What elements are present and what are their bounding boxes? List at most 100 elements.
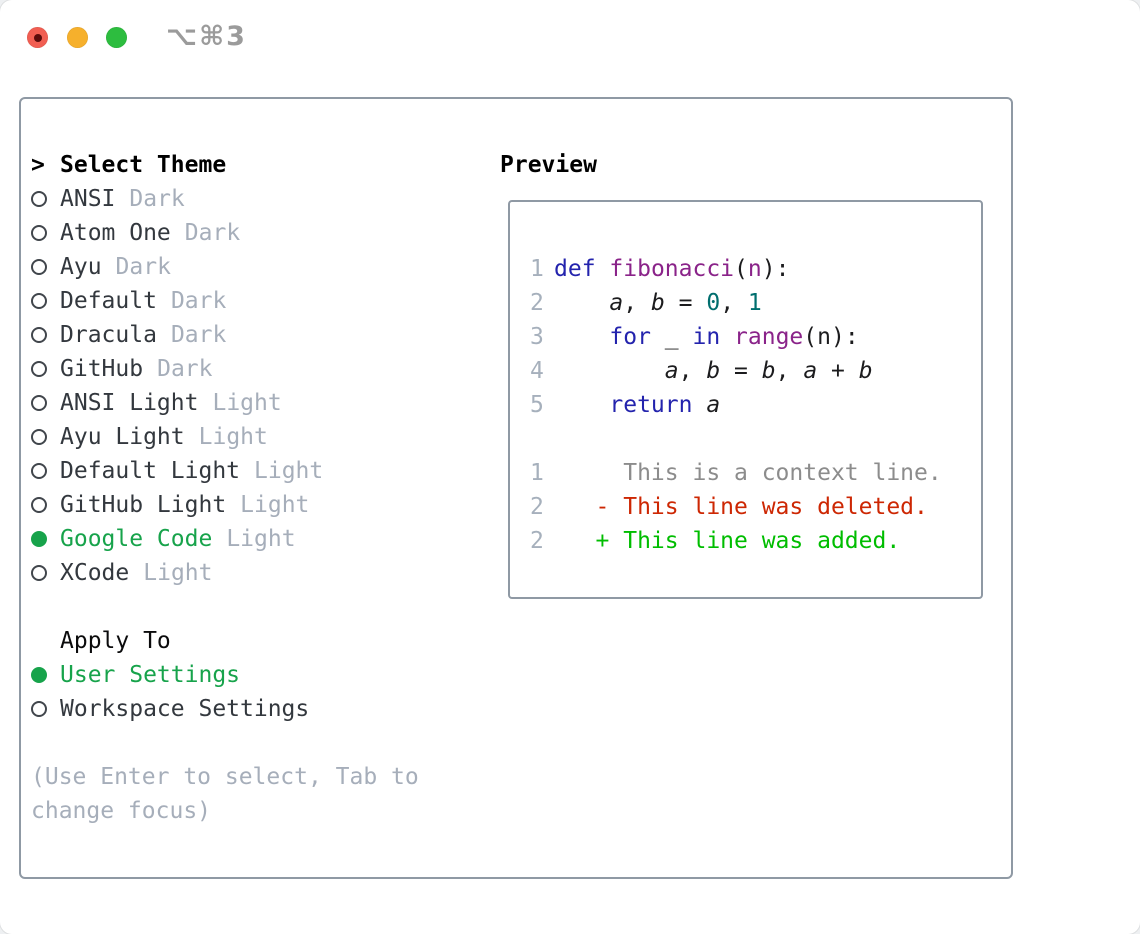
diff-text: This is a context line. bbox=[554, 460, 942, 486]
theme-label: Ayu Light Light bbox=[60, 424, 268, 450]
theme-variant-tag: Light bbox=[254, 458, 324, 484]
theme-name: GitHub bbox=[60, 356, 144, 382]
hint-line-2: change focus) bbox=[31, 798, 212, 824]
theme-variant-tag: Dark bbox=[115, 254, 171, 280]
theme-item[interactable]: Google Code Light bbox=[31, 522, 476, 556]
cursor-icon: > bbox=[31, 152, 45, 178]
radio-unselected-icon bbox=[31, 293, 47, 309]
apply-option[interactable]: Workspace Settings bbox=[31, 692, 476, 726]
theme-item[interactable]: ANSI Dark bbox=[31, 182, 476, 216]
diff-line-added: 2 + This line was added. bbox=[530, 524, 981, 558]
theme-name: GitHub Light bbox=[60, 492, 227, 518]
radio-unselected-icon bbox=[31, 259, 47, 275]
theme-item[interactable]: Ayu Light Light bbox=[31, 420, 476, 454]
line-number: 2 bbox=[530, 494, 544, 520]
radio-unselected-icon bbox=[31, 361, 47, 377]
line-number: 1 bbox=[530, 460, 544, 486]
section-title-apply-to: Apply To bbox=[60, 628, 171, 654]
theme-variant-tag: Light bbox=[226, 526, 296, 552]
theme-item[interactable]: ANSI Light Light bbox=[31, 386, 476, 420]
theme-variant-tag: Dark bbox=[157, 356, 213, 382]
hint-text: (Use Enter to select, Tab to change focu… bbox=[31, 760, 476, 828]
preview-title: Preview bbox=[500, 152, 597, 178]
theme-variant-tag: Dark bbox=[170, 288, 227, 314]
radio-unselected-icon bbox=[31, 463, 47, 479]
radio-unselected-icon bbox=[31, 191, 47, 207]
radio-unselected-icon bbox=[31, 395, 47, 411]
line-number: 3 bbox=[530, 324, 544, 350]
hint-line-1: (Use Enter to select, Tab to bbox=[31, 764, 419, 790]
theme-variant-tag: Light bbox=[143, 560, 213, 586]
code-line: 3 for _ in range(n): bbox=[530, 320, 981, 354]
edited-dot-icon bbox=[33, 33, 42, 42]
theme-name: ANSI bbox=[60, 186, 116, 212]
radio-unselected-icon bbox=[31, 429, 47, 445]
radio-unselected-icon bbox=[31, 327, 47, 343]
radio-selected-icon bbox=[31, 667, 47, 683]
radio-selected-icon bbox=[31, 531, 47, 547]
code-line: 5 return a bbox=[530, 388, 981, 422]
theme-item[interactable]: XCode Light bbox=[31, 556, 476, 590]
code-text: return a bbox=[609, 392, 721, 418]
theme-name: Google Code bbox=[60, 526, 213, 552]
theme-variant-tag: Light bbox=[198, 424, 268, 450]
diff-spacer bbox=[530, 422, 981, 456]
diff-text: + This line was added. bbox=[554, 528, 901, 554]
diff-text: - This line was deleted. bbox=[554, 494, 928, 520]
radio-unselected-icon bbox=[31, 701, 47, 717]
theme-label: GitHub Dark bbox=[60, 356, 212, 382]
theme-name: Atom One bbox=[60, 220, 171, 246]
line-number: 2 bbox=[530, 290, 544, 316]
theme-variant-tag: Light bbox=[240, 492, 310, 518]
theme-label: ANSI Dark bbox=[60, 186, 185, 212]
code-line: 1 def fibonacci(n): bbox=[530, 252, 981, 286]
theme-variant-tag: Dark bbox=[129, 186, 185, 212]
apply-option-label: User Settings bbox=[60, 662, 241, 688]
theme-item[interactable]: GitHub Light Light bbox=[31, 488, 476, 522]
apply-option-label: Workspace Settings bbox=[60, 696, 310, 722]
line-number: 1 bbox=[530, 256, 544, 282]
keyboard-shortcut: ⌥⌘3 bbox=[166, 21, 247, 52]
close-button[interactable] bbox=[27, 27, 48, 48]
theme-label: GitHub Light Light bbox=[60, 492, 309, 518]
zoom-button[interactable] bbox=[106, 27, 127, 48]
theme-name: Ayu bbox=[60, 254, 102, 280]
code-line: 4 a, b = b, a + b bbox=[530, 354, 981, 388]
theme-name: XCode bbox=[60, 560, 130, 586]
code-text: a, b = 0, 1 bbox=[609, 290, 762, 316]
apply-option[interactable]: User Settings bbox=[31, 658, 476, 692]
spacer bbox=[31, 590, 476, 624]
theme-label: Ayu Dark bbox=[60, 254, 171, 280]
preview-diff: 1 This is a context line. 2 - This line w… bbox=[530, 456, 981, 558]
theme-label: ANSI Light Light bbox=[60, 390, 282, 416]
theme-variant-tag: Dark bbox=[184, 220, 241, 246]
radio-unselected-icon bbox=[31, 497, 47, 513]
theme-label: Google Code Light bbox=[60, 526, 296, 552]
theme-name: ANSI Light bbox=[60, 390, 199, 416]
theme-item[interactable]: Atom One Dark bbox=[31, 216, 476, 250]
code-text: def fibonacci(n): bbox=[554, 256, 790, 282]
theme-name: Ayu Light bbox=[60, 424, 185, 450]
theme-item[interactable]: GitHub Dark bbox=[31, 352, 476, 386]
theme-label: Default Dark bbox=[60, 288, 226, 314]
theme-item[interactable]: Default Dark bbox=[31, 284, 476, 318]
minimize-button[interactable] bbox=[67, 27, 88, 48]
theme-item[interactable]: Ayu Dark bbox=[31, 250, 476, 284]
apply-to-header: Apply To bbox=[31, 624, 476, 658]
theme-name: Default bbox=[60, 288, 157, 314]
code-text: for _ in range(n): bbox=[609, 324, 859, 350]
theme-variant-tag: Light bbox=[212, 390, 282, 416]
select-theme-header: > Select Theme bbox=[31, 148, 476, 182]
theme-name: Dracula bbox=[60, 322, 157, 348]
diff-line-context: 1 This is a context line. bbox=[530, 456, 981, 490]
code-text: a, b = b, a + b bbox=[664, 358, 873, 384]
code-line: 2 a, b = 0, 1 bbox=[530, 286, 981, 320]
line-number: 4 bbox=[530, 358, 544, 384]
